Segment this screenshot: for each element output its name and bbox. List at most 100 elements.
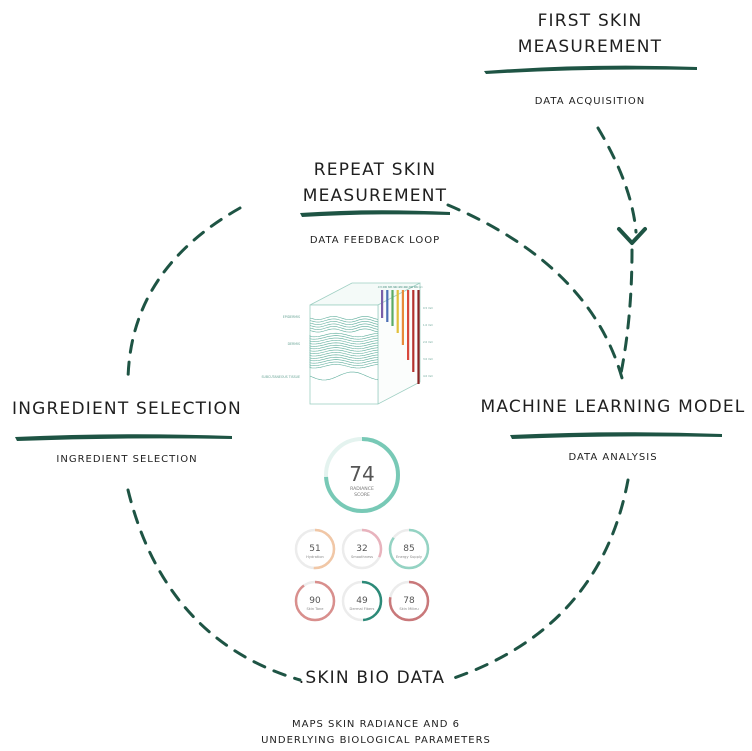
- first-title-line2: MEASUREMENT: [517, 37, 663, 57]
- depth-label: 1.0 mm: [423, 323, 433, 327]
- arc-ml-to-bio: [446, 478, 630, 682]
- stage-ml-title: MACHINE LEARNING MODEL: [480, 397, 746, 417]
- radiance-arc: [324, 437, 400, 513]
- stage-ingredient-subtitle: INGREDIENT SELECTION: [56, 454, 198, 465]
- dermis-wave-line: [309, 359, 379, 364]
- arc-repeat-to-ingredient: [126, 206, 242, 382]
- stage-bio-title: .SKIN BIO DATA: [298, 668, 446, 688]
- gauge-value: 32: [356, 544, 367, 554]
- brush-underlines: [15, 65, 722, 441]
- gauge-value: 78: [403, 596, 415, 606]
- wavelength-label: 810 nm: [414, 286, 422, 289]
- repeat-title-line1: REPEAT SKIN: [313, 160, 437, 180]
- depth-label: 2.0 mm: [423, 340, 433, 344]
- wavelength-label: 405 nm: [378, 286, 386, 289]
- bio-subtitle-line1: MAPS SKIN RADIANCE AND 6: [292, 719, 460, 730]
- stage-ingredient-title: INGREDIENT SELECTION: [12, 399, 242, 419]
- gauge-arc: [388, 528, 430, 570]
- light-beam: [401, 290, 404, 345]
- light-beam: [391, 290, 394, 326]
- first-title-line1: FIRST SKIN: [537, 11, 643, 31]
- underline-ingredient: [15, 434, 232, 441]
- dermis-wave-line: [309, 332, 379, 338]
- stage-first-title: FIRST SKIN MEASUREMENT: [480, 8, 700, 60]
- subcutaneous-wave-line: [309, 371, 379, 381]
- depth-label: 0.5 mm: [423, 306, 433, 310]
- gauge-arc: [294, 580, 336, 622]
- gauge-arc: [341, 580, 383, 622]
- underline-first: [484, 65, 697, 74]
- gauge-value: 49: [356, 596, 368, 606]
- wavelength-label: 630 nm: [399, 286, 407, 289]
- dermis-wave-line: [309, 337, 379, 342]
- stage-bio-subtitle: MAPS SKIN RADIANCE AND 6 UNDERLYING BIOL…: [212, 717, 540, 749]
- tissue-layer-lines: [309, 316, 379, 381]
- repeat-title-line2: MEASUREMENT: [302, 186, 448, 206]
- arc-first-to-ml: [596, 126, 638, 234]
- gauge-value: 51: [309, 544, 320, 554]
- epidermis-wave-line: [309, 328, 379, 333]
- dermis-wave-line: [309, 349, 379, 354]
- gauge-value: 90: [309, 596, 321, 606]
- epidermis-wave-line: [309, 321, 379, 325]
- arc-ingredient-to-bio: [126, 488, 302, 682]
- dermis-wave-line: [309, 361, 379, 366]
- light-beam: [396, 290, 399, 333]
- gauge-arc: [341, 528, 383, 570]
- layer-label-dermis: DERMIS: [288, 342, 300, 346]
- dermis-wave-line: [309, 352, 379, 357]
- layer-label-epidermis: EPIDERMIS: [283, 315, 300, 319]
- gauge-label: Dermal Fibers: [350, 607, 375, 611]
- light-beams: [381, 290, 420, 384]
- gauge-label: Hydration: [306, 555, 324, 559]
- gauge-label: Energy Supply: [396, 555, 423, 559]
- cycle-arrows: [126, 126, 638, 682]
- dermis-wave-line: [309, 340, 379, 345]
- wavelength-label: 590 nm: [393, 286, 401, 289]
- gauge-label: Smoothness: [351, 555, 373, 559]
- radiance-label-line2: SCORE: [354, 492, 370, 498]
- wavelength-label: 470 nm: [383, 286, 391, 289]
- radiance-score-gauge: 74 RADIANCE SCORE: [324, 437, 400, 513]
- stage-repeat-title: REPEAT SKIN MEASUREMENT: [265, 157, 485, 209]
- epidermis-wave-line: [309, 316, 379, 320]
- gauge-arc: [388, 580, 430, 622]
- wavelength-label: 660 nm: [404, 286, 412, 289]
- bio-subtitle-line2: UNDERLYING BIOLOGICAL PARAMETERS: [261, 735, 491, 746]
- dermis-wave-line: [309, 347, 379, 352]
- light-beam: [381, 290, 384, 318]
- chevron-down-icon: [617, 227, 647, 245]
- light-beam: [417, 290, 420, 384]
- epidermis-wave-line: [309, 326, 379, 330]
- layer-label-subcutaneous: SUBCUTANEOUS TISSUE: [262, 375, 300, 379]
- dermis-wave-line: [309, 364, 379, 369]
- gauge-label: Skin Milieu: [399, 607, 418, 611]
- gauge-label: Skin Tone: [306, 607, 324, 611]
- stage-first-subtitle: DATA ACQUISITION: [534, 96, 646, 107]
- stage-ml-subtitle: DATA ANALYSIS: [568, 452, 658, 463]
- depth-labels: 0.5 mm1.0 mm2.0 mm3.0 mm4.0 mm: [423, 306, 433, 378]
- wavelength-label: 740 nm: [409, 286, 417, 289]
- depth-label: 3.0 mm: [423, 357, 433, 361]
- radiance-value: 74: [349, 462, 374, 486]
- epidermis-wave-line: [309, 323, 379, 328]
- wavelength-label: 525 nm: [388, 286, 396, 289]
- arc-repeat-to-ml: [446, 203, 624, 380]
- dermis-wave-line: [309, 354, 379, 359]
- underline-ml: [510, 432, 722, 439]
- underline-repeat: [300, 210, 450, 217]
- light-beam: [412, 290, 415, 372]
- stage-repeat-subtitle: DATA FEEDBACK LOOP: [309, 235, 441, 246]
- dermis-wave-line: [309, 335, 379, 340]
- arc-first-to-ml-lower: [618, 248, 634, 380]
- light-beam: [386, 290, 389, 322]
- radiance-label-line1: RADIANCE: [350, 486, 374, 492]
